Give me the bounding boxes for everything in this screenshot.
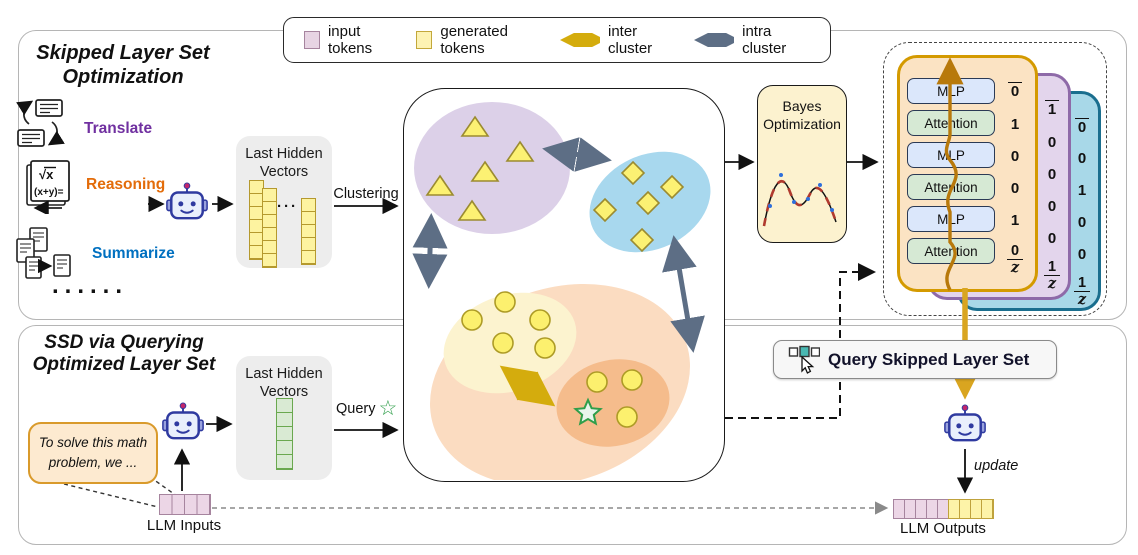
top-section-title: Skipped Layer Set Optimization	[28, 42, 218, 89]
bubble-line2: problem, we ...	[48, 455, 138, 470]
skip-bit: 0	[997, 82, 1033, 100]
lhv-top-line2: Vectors	[259, 164, 309, 181]
intra-cluster-arrow-top	[542, 137, 612, 172]
query-button-label: Query Skipped Layer Set	[828, 349, 1030, 369]
task-translate-label: Translate	[84, 120, 153, 137]
bubble-line1: To solve this math	[38, 434, 148, 450]
robot-icon-top	[166, 182, 208, 222]
query-star-icon: ☆	[378, 397, 398, 420]
cluster-shapes	[412, 102, 711, 480]
bottom-title-line1: SSD via Querying	[44, 332, 204, 353]
input-token-swatch	[304, 31, 320, 49]
inter-cluster-arrow-icon	[559, 33, 600, 47]
tasks-ellipsis: ......	[52, 272, 129, 299]
skip-bit: 1	[1077, 182, 1087, 199]
triangle-tokens	[425, 115, 535, 221]
legend-label-generated-tokens: generated tokens	[440, 23, 508, 57]
click-hand-icon	[788, 345, 820, 374]
skip-bit: 0	[1077, 150, 1087, 167]
query-star-marker	[573, 397, 603, 426]
translate-icon	[16, 99, 65, 147]
svg-text:√x: √x	[39, 167, 54, 182]
skip-bit: 0	[1067, 118, 1097, 136]
forward-pass-arrow	[936, 57, 964, 291]
layer-row-mlp-2: MLP	[907, 142, 995, 168]
legend-item-intra-cluster: intra cluster	[693, 23, 810, 57]
skip-bit: 0	[1077, 214, 1087, 231]
query-vector-column	[276, 398, 293, 470]
bottom-section-title: SSD via Querying Optimized Layer Set	[20, 332, 228, 377]
query-skipped-layer-set-button: Query Skipped Layer Set	[773, 340, 1057, 379]
task-summarize-label: Summarize	[92, 245, 175, 262]
skip-bit: 0	[1047, 230, 1057, 247]
skip-bit: 0	[1047, 198, 1057, 215]
task-reasoning-label: Reasoning	[86, 176, 166, 193]
bottom-title-line2: Optimized Layer Set	[32, 354, 216, 376]
vector-ellipsis: ···	[277, 198, 298, 215]
hidden-vector-column-1	[249, 180, 264, 260]
legend-label-intra-cluster: intra cluster	[742, 23, 787, 57]
prompt-bubble: To solve this math problem, we ...	[28, 422, 158, 484]
layer-stack-dashed-box	[883, 42, 1107, 316]
intra-cluster-arrow-left	[412, 213, 448, 289]
skip-bit: 0	[1010, 148, 1020, 165]
bayes-line2: Optimization	[763, 116, 841, 133]
svg-text:(x+y)=: (x+y)=	[34, 187, 64, 198]
diamond-tokens	[592, 160, 685, 253]
legend-box: input tokens generated tokens inter clus…	[283, 17, 831, 63]
lhv-bottom-line1: Last Hidden	[245, 366, 323, 382]
query-label-group: Query ☆	[336, 398, 397, 419]
hidden-vector-column-3	[301, 198, 316, 265]
lhv-bottom-line2: Vectors	[259, 384, 309, 401]
lhv-top-line1: Last Hidden	[245, 146, 323, 162]
query-label: Query	[336, 400, 376, 417]
llm-output-generated-tokens	[948, 499, 994, 519]
llm-output-input-tokens	[893, 499, 950, 519]
llm-input-tokens	[159, 494, 211, 515]
bayes-line1: Bayes	[782, 98, 822, 114]
skip-bit: 0	[1047, 166, 1057, 183]
summarize-icon	[16, 227, 71, 279]
skip-bit: 1	[1010, 116, 1020, 133]
legend-item-inter-cluster: inter cluster	[559, 23, 676, 57]
circle-tokens	[461, 291, 643, 428]
top-title-line1: Skipped Layer Set	[36, 42, 210, 64]
legend-item-input-tokens: input tokens	[304, 23, 398, 57]
legend-label-input-tokens: input tokens	[327, 23, 373, 57]
intra-cluster-arrow-right	[662, 235, 705, 353]
purple-cluster-ellipse	[414, 102, 570, 234]
hidden-vector-column-2	[262, 188, 277, 268]
llm-outputs-label: LLM Outputs	[900, 520, 986, 537]
skip-bit: 0	[1047, 134, 1057, 151]
skip-bit: 1	[1037, 100, 1067, 118]
legend-item-generated-tokens: generated tokens	[416, 23, 541, 57]
robot-icon-bottom-left	[162, 402, 204, 442]
generated-token-swatch	[416, 31, 433, 49]
bayes-optimization-box: Bayes Optimization	[757, 85, 847, 243]
intra-cluster-arrow-icon	[693, 33, 735, 47]
top-title-line2: Optimization	[62, 65, 184, 88]
reasoning-icon: √x (x+y)=	[26, 160, 70, 214]
bayes-curve-icon	[762, 173, 838, 227]
clustering-label: Clustering	[333, 186, 399, 202]
skip-bit: 1	[1010, 212, 1020, 229]
inter-cluster-arrow	[499, 365, 556, 407]
llm-inputs-label: LLM Inputs	[146, 517, 222, 534]
skip-bit: 0	[1010, 180, 1020, 197]
robot-icon-bottom-right	[944, 404, 986, 444]
dashed-bubble-line-1	[63, 483, 159, 508]
update-label: update	[974, 458, 1019, 474]
legend-label-inter-cluster: inter cluster	[607, 23, 653, 57]
skip-bit: 0	[1077, 246, 1087, 263]
